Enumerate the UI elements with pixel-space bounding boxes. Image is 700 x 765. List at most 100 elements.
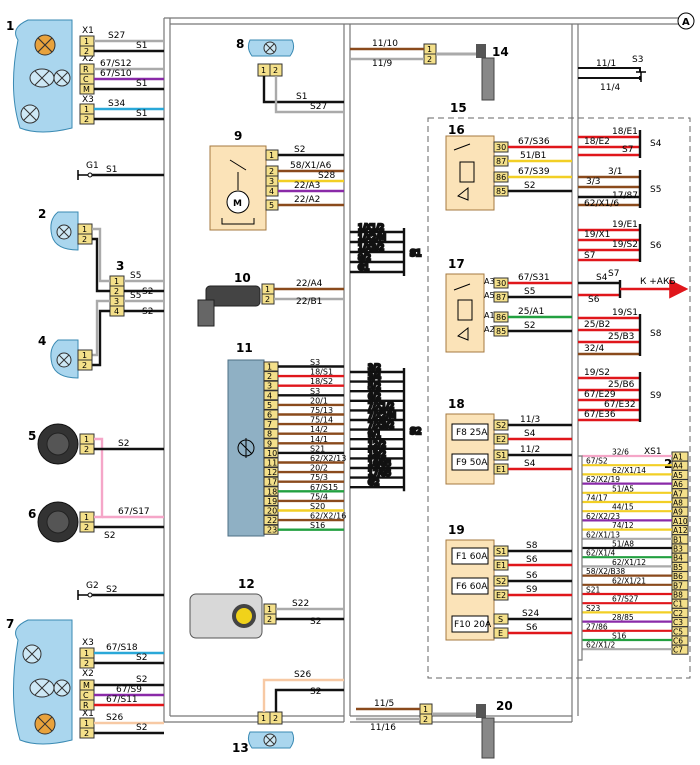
svg-text:S4: S4	[650, 139, 662, 149]
component-5-speaker: 5 1 2	[28, 423, 95, 465]
svg-text:X3: X3	[82, 95, 94, 105]
component-13-lamp: 13 1 2	[232, 711, 295, 755]
svg-text:S2: S2	[136, 723, 147, 733]
svg-text:2: 2	[265, 295, 270, 304]
xs1-wire-label: 62/X2/23	[586, 512, 620, 521]
svg-text:14: 14	[492, 45, 509, 59]
svg-text:F9 50A: F9 50A	[456, 458, 488, 468]
xs1-wire-label: 62/X1/2	[586, 641, 616, 650]
svg-text:11/5: 11/5	[374, 699, 394, 709]
c11-wire-label: 14/2	[310, 425, 328, 434]
xs1-pin-label: B7	[673, 581, 683, 590]
component-9-motor: 9 M 1 2 3 4 5	[209, 129, 279, 231]
svg-text:1: 1	[84, 719, 89, 728]
c11-pin-label: 17	[267, 478, 277, 487]
svg-text:1: 1	[84, 435, 89, 444]
component-7-wires	[94, 651, 164, 735]
c11-wire-label: 20/2	[310, 464, 328, 473]
svg-text:19/X1: 19/X1	[584, 230, 610, 240]
c11-wire-label: 18/S1	[310, 368, 333, 377]
svg-text:F6 60A: F6 60A	[456, 582, 488, 592]
svg-text:C: C	[83, 691, 89, 700]
svg-text:E2: E2	[496, 435, 506, 444]
c11-pin-label: 5	[267, 401, 272, 410]
svg-text:R: R	[83, 701, 89, 710]
bundle-s2-label: 13/2	[368, 449, 386, 458]
svg-text:85: 85	[496, 187, 506, 196]
svg-text:67/S9: 67/S9	[116, 685, 142, 695]
svg-text:86: 86	[496, 173, 506, 182]
svg-text:S2: S2	[310, 617, 321, 627]
xs1-wire-label: 51/A8	[612, 540, 634, 549]
xs1-wire-label: 67/S27	[612, 595, 639, 604]
svg-text:11/10: 11/10	[372, 39, 398, 49]
svg-text:S2: S2	[136, 653, 147, 663]
component-8-lamp: 8 1 2	[236, 37, 295, 77]
component-3-connector: 3 1 2 3 4	[109, 259, 125, 317]
svg-text:2: 2	[423, 715, 428, 724]
svg-text:A2: A2	[484, 325, 495, 334]
xs1-wire-label: 67/S2	[586, 457, 608, 466]
svg-text:20: 20	[496, 699, 513, 713]
svg-text:S9: S9	[650, 391, 662, 401]
svg-text:3/1: 3/1	[608, 167, 622, 177]
bundle-s2-label: 17/85	[368, 469, 391, 478]
c11-pin-label: 23	[267, 526, 277, 535]
c11-pin-label: 3	[267, 382, 272, 391]
component-8-wires	[262, 76, 344, 114]
svg-text:17/87: 17/87	[612, 191, 638, 201]
svg-text:S9: S9	[526, 585, 538, 595]
bundle-s1-label: G1	[358, 263, 369, 272]
svg-text:67/S31: 67/S31	[518, 273, 550, 283]
svg-text:2: 2	[84, 729, 89, 738]
bundle-s1-name: S1	[410, 249, 421, 259]
ground-g2: G2 S2	[77, 581, 164, 600]
svg-text:F10 20A: F10 20A	[454, 620, 492, 630]
svg-text:16: 16	[448, 123, 465, 137]
svg-text:19/S2: 19/S2	[584, 368, 610, 378]
svg-text:S7: S7	[608, 269, 619, 279]
svg-text:18: 18	[448, 397, 465, 411]
svg-text:S8: S8	[650, 329, 662, 339]
svg-text:E: E	[498, 629, 503, 638]
c11-wire-label: S3	[310, 387, 320, 396]
svg-text:S1: S1	[106, 165, 117, 175]
svg-text:S6: S6	[588, 295, 600, 305]
svg-text:S26: S26	[106, 713, 123, 723]
svg-text:S: S	[498, 615, 503, 624]
component-17-relay: 17 A3 A5 A1 A2 30 87 86 85	[445, 257, 509, 353]
xs1-wire-label: 51/A5	[612, 484, 634, 493]
component-9-wires	[278, 153, 344, 207]
bundle-s4-s5	[578, 130, 642, 208]
svg-text:25/B3: 25/B3	[608, 332, 634, 342]
svg-text:E1: E1	[496, 465, 506, 474]
svg-text:M: M	[83, 85, 90, 94]
svg-text:51/B1: 51/B1	[520, 151, 546, 161]
svg-text:S6: S6	[526, 555, 538, 565]
svg-text:2: 2	[269, 167, 274, 176]
c11-pin-label: 22	[267, 516, 277, 525]
xs1-pin-label: B8	[673, 591, 683, 600]
bundle-s8	[578, 314, 642, 356]
c11-pin-label: 12	[267, 468, 277, 477]
svg-text:4: 4	[269, 187, 274, 196]
component-12-unit: 12 1 2	[189, 577, 277, 639]
xs1-wire-label: 62/X1/13	[586, 530, 620, 539]
svg-text:3: 3	[269, 177, 274, 186]
svg-text:A1: A1	[484, 311, 495, 320]
component-14-wires	[350, 47, 424, 61]
svg-text:10: 10	[234, 271, 251, 285]
xs1-pin-label: A7	[673, 489, 683, 498]
xs1-trunk-branch	[578, 455, 583, 661]
xs1-wire-label: 28/85	[612, 613, 634, 622]
svg-text:1: 1	[427, 45, 432, 54]
xs1-pin-label: B1	[673, 535, 683, 544]
c11-wire-label: 14/1	[310, 435, 328, 444]
svg-text:2: 2	[273, 66, 278, 75]
svg-text:S2: S2	[524, 321, 535, 331]
svg-text:S27: S27	[310, 102, 327, 112]
svg-text:8: 8	[236, 37, 244, 51]
speaker-wires	[94, 437, 164, 529]
